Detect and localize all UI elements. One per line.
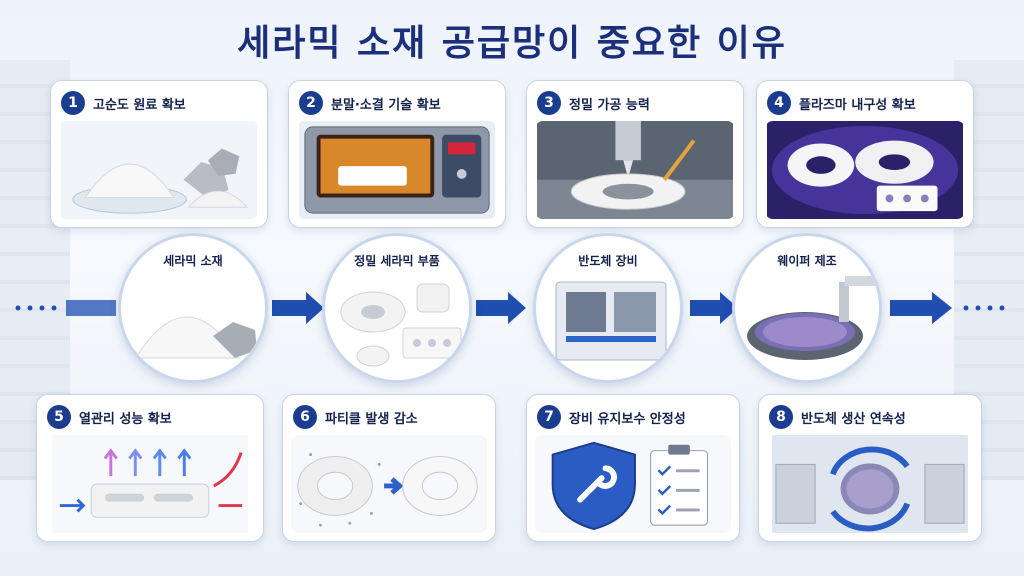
card-label: 열관리 성능 확보 — [79, 411, 172, 427]
stage-ceramic-material: 세라믹 소재 — [118, 233, 268, 383]
shield-wrench-icon — [535, 435, 731, 533]
plasma-parts-icon — [765, 121, 965, 219]
ceramic-powder-icon — [135, 316, 257, 359]
card-label: 장비 유지보수 안정성 — [569, 411, 686, 427]
card-label: 고순도 원료 확보 — [93, 97, 186, 113]
stage-label: 웨이퍼 제조 — [777, 254, 837, 268]
arrow-1 — [272, 292, 324, 324]
card-maintenance: 7 장비 유지보수 안정성 — [526, 394, 740, 542]
furnace-icon — [297, 121, 497, 219]
step-number: 6 — [293, 405, 317, 429]
card-particles: 6 파티클 발생 감소 — [282, 394, 496, 542]
stage-wafer-manufacturing: 웨이퍼 제조 — [732, 233, 882, 383]
page-title: 세라믹 소재 공급망이 중요한 이유 — [237, 23, 787, 64]
heat-management-icon — [45, 435, 255, 533]
step-number: 2 — [299, 91, 323, 115]
dotted-lead-right — [963, 305, 1005, 311]
stage-ceramic-parts: 정밀 세라믹 부품 — [322, 233, 472, 383]
card-sintering: 2 분말·소결 기술 확보 — [288, 80, 506, 228]
card-label: 반도체 생산 연속성 — [801, 411, 906, 427]
arrow-2 — [476, 292, 526, 324]
stage-label: 반도체 장비 — [578, 254, 638, 268]
arrow-3 — [690, 292, 738, 324]
production-cycle-icon — [767, 435, 973, 533]
card-thermal: 5 열관리 성능 확보 — [36, 394, 264, 542]
step-number: 5 — [47, 405, 71, 429]
stage-label: 정밀 세라믹 부품 — [354, 254, 440, 268]
card-plasma: 4 플라즈마 내구성 확보 — [756, 80, 974, 228]
powder-icon — [59, 121, 259, 219]
wafer-icon — [747, 276, 875, 360]
step-number: 7 — [537, 405, 561, 429]
semiconductor-equipment-icon — [555, 281, 667, 361]
stage-label: 세라믹 소재 — [163, 254, 223, 268]
dotted-lead-left — [15, 305, 57, 311]
card-raw-material: 1 고순도 원료 확보 — [50, 80, 268, 228]
particle-icon — [291, 435, 487, 533]
step-number: 8 — [769, 405, 793, 429]
card-label: 파티클 발생 감소 — [325, 411, 418, 427]
step-number: 4 — [767, 91, 791, 115]
card-label: 플라즈마 내구성 확보 — [799, 97, 916, 113]
arrow-4 — [890, 292, 952, 324]
card-production: 8 반도체 생산 연속성 — [758, 394, 982, 542]
step-number: 3 — [537, 91, 561, 115]
ceramic-parts-icon — [340, 283, 462, 367]
machining-icon — [535, 121, 735, 219]
card-machining: 3 정밀 가공 능력 — [526, 80, 744, 228]
card-label: 정밀 가공 능력 — [569, 97, 650, 113]
flow-arrows — [15, 292, 1005, 324]
stage-semiconductor-equipment: 반도체 장비 — [533, 233, 683, 383]
card-label: 분말·소결 기술 확보 — [331, 97, 441, 113]
step-number: 1 — [61, 91, 85, 115]
